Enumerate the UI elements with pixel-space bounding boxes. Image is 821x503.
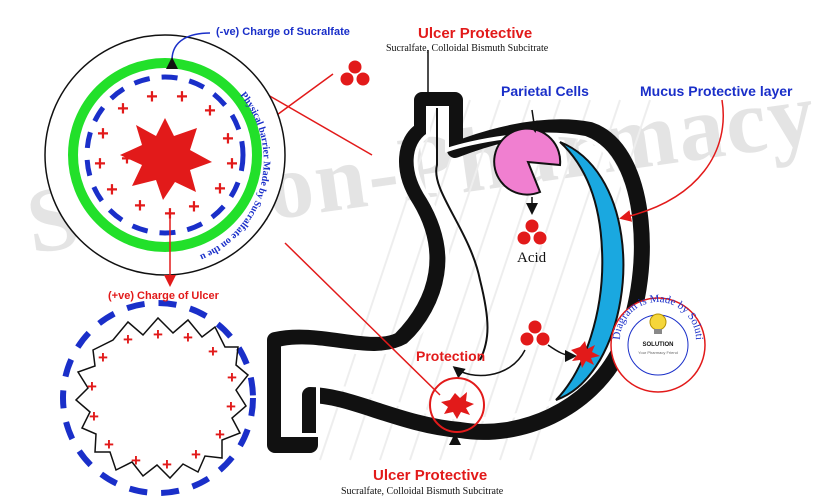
svg-text:+: +	[153, 325, 163, 344]
protection-arrow	[452, 349, 526, 379]
svg-text:+: +	[134, 195, 146, 217]
svg-text:+: +	[106, 179, 118, 201]
svg-text:+: +	[98, 348, 108, 367]
mucus-pointer	[619, 99, 724, 222]
sucralfate-molecule-top	[339, 59, 371, 87]
stomach	[267, 92, 650, 453]
svg-text:+: +	[97, 123, 109, 145]
svg-text:+: +	[191, 445, 201, 464]
mucus-layer-label: Mucus Protective layer	[640, 83, 793, 99]
charge-sucralfate-label: (-ve) Charge of Sucralfate	[216, 26, 350, 38]
svg-text:+: +	[89, 407, 99, 426]
acid-label: Acid	[517, 250, 547, 266]
mucus-layer	[555, 141, 625, 401]
zoom-circle	[44, 34, 286, 276]
svg-text:+: +	[162, 455, 172, 474]
sucralfate-molecule-mid	[519, 319, 551, 347]
acid-molecule	[516, 218, 548, 246]
svg-text:+: +	[214, 178, 226, 200]
svg-text:+: +	[87, 377, 97, 396]
ulcer-spot-mid	[571, 341, 600, 368]
svg-text:+: +	[131, 451, 141, 470]
parietal-arrow	[527, 109, 540, 133]
svg-text:+: +	[94, 153, 106, 175]
svg-text:+: +	[176, 86, 188, 108]
badge-logo-sub: Your Pharmacy Friend	[638, 350, 678, 355]
ulcer-spot-bottom	[441, 392, 474, 419]
svg-text:+: +	[117, 98, 129, 120]
svg-text:+: +	[121, 148, 133, 170]
stomach-lining	[281, 106, 633, 437]
svg-text:+: +	[227, 368, 237, 387]
svg-text:+: +	[146, 86, 158, 108]
svg-text:+: +	[226, 153, 238, 175]
ulcer-charge-ring	[60, 300, 256, 496]
svg-text:+: +	[204, 100, 216, 122]
zoom-line-bottom	[284, 242, 441, 396]
svg-text:+: +	[222, 128, 234, 150]
parietal-cell	[493, 127, 562, 196]
svg-text:+: +	[104, 435, 114, 454]
charge-ulcer-label: (+ve) Charge of Ulcer	[108, 290, 219, 302]
svg-text:+: +	[208, 342, 218, 361]
svg-text:+: +	[215, 425, 225, 444]
ulcer-core	[120, 118, 212, 200]
stomach-wall	[267, 92, 650, 453]
ulcer-protective-top-label: Ulcer Protective	[418, 25, 533, 42]
zoom-line-diagonal	[269, 73, 334, 121]
ulcer-highlight-circle	[429, 377, 485, 433]
ulcer-protective-bottom-label: Ulcer Protective	[373, 467, 488, 484]
svg-text:+: +	[123, 330, 133, 349]
protection-label: Protection	[416, 348, 486, 364]
svg-text:+: +	[183, 328, 193, 347]
badge-logo-text: SOLUTION	[643, 342, 674, 348]
ulcer-protective-bottom-sub: Sucralfate, Colloidal Bismuth Subcitrate	[341, 486, 504, 497]
svg-text:+: +	[188, 196, 200, 218]
ulcer-protective-top-sub: Sucralfate, Colloidal Bismuth Subcitrate	[386, 43, 549, 54]
svg-text:+: +	[226, 397, 236, 416]
parietal-cells-label: Parietal Cells	[501, 83, 589, 99]
positive-charges-ring: ++++ ++++ ++++ ++	[87, 325, 237, 474]
lightbulb-icon	[649, 313, 667, 331]
zoom-line-top	[267, 94, 373, 156]
